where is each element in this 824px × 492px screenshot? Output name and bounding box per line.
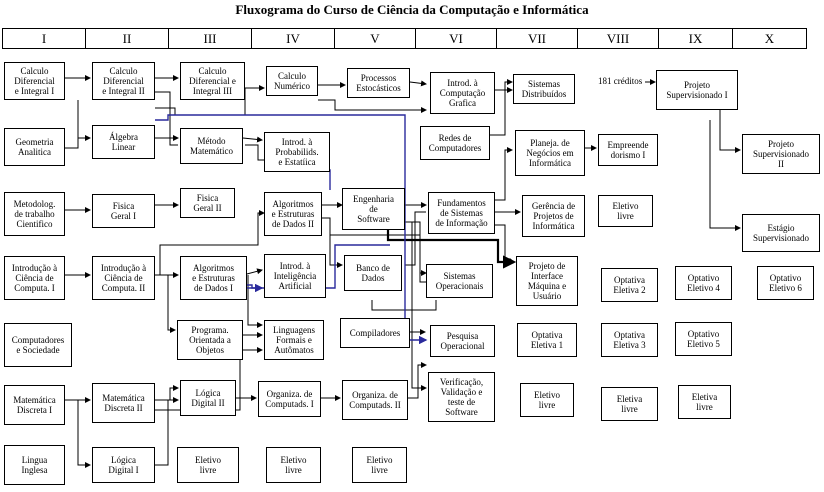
course-estagio-supervisionado: Estágio Supervisionado [742,214,820,252]
course-eletivo-livre-5: Eletivo livre [352,447,407,483]
edge-calc2-metmat [155,91,178,146]
edge-aed1-lfa [247,275,263,328]
edge-bd-pesq [371,300,437,311]
edge-intro2-aed2 [159,210,265,275]
semester-header-9: IX [658,28,733,49]
semester-header-4: IV [251,28,335,49]
edge-procest-cg [409,80,427,87]
course-probabilidade: Introd. à Probabilids. e Estatíica [264,132,330,172]
course-logica-1: Lógica Digital I [92,447,155,483]
course-calculo-1: Calculo Diferencial e Integral I [4,62,65,100]
course-calculo-numerico: Calculo Numérico [266,66,318,96]
course-comp-sociedade: Computadores e Sociedade [4,323,72,367]
edge-bd-fsi [405,211,426,266]
course-eletivo-livre-4: Eletivo livre [266,447,321,483]
course-banco-dados: Banco de Dados [344,255,402,291]
course-calculo-3: Calculo Diferencial e Integral III [180,62,245,100]
course-empreendedorismo: Empreende dorismo I [598,134,658,166]
course-optativa-2: Optativa Eletiva 2 [601,268,658,302]
edge-calc-probab [245,144,264,161]
course-engenharia-software: Engenharia de Software [342,188,405,230]
course-gerencia-projetos: Gerência de Projetos de Informática [522,195,585,237]
edge-fsi-planej [495,147,513,201]
edge-geo-algebra [65,135,91,149]
course-lingua-inglesa: Lingua Inglesa [4,445,65,485]
course-eletiva-livre-9: Eletiva livre [678,385,731,419]
course-processos-estocasticos: Processos Estocásticos [347,68,410,98]
course-geometria: Geometria Analitica [4,128,65,166]
course-sistemas-distribuidos: Sistemas Distribuídos [513,74,575,104]
flowchart-title: Fluxograma do Curso de Ciência da Comput… [235,2,589,17]
edge-engsw-vvts [405,221,427,391]
course-aed-2: Algoritmos e Estruturas de Dados II [264,192,322,236]
course-optativo-4: Optativo Eletivo 4 [675,266,732,300]
course-intro-cc-2: Introdução à Ciência de Computa. II [92,256,155,300]
course-fisica-2: Fisica Geral II [180,188,235,218]
course-intro-cc-1: Introdução à Ciência de Computa. I [4,256,65,300]
course-organizacao-1: Organiza. de Computads. I [258,381,321,417]
course-mat-discreta-1: Matemática Discreta I [4,385,65,425]
course-linguagens-formais: Linguagens Formais e Autômatos [264,320,324,360]
edge-calcnum-cg [318,99,427,113]
course-planejamento-negocios: Planeja. de Negócios em Informática [515,130,585,176]
semester-header-7: VII [496,28,578,49]
course-projeto-supervisionado-2: Projeto Supervisionado II [742,134,820,174]
course-projeto-supervisionado-1: Projeto Supervisionado I [656,70,738,110]
course-organizacao-2: Organiza. de Computads. II [342,380,408,420]
course-eletivo-livre-8: Eletivo livre [598,195,653,227]
edge-aed2-bd [322,217,343,268]
edge-proj1-proj2 [710,107,741,153]
course-calculo-2: Calculo Diferencial e Integral II [92,62,155,100]
edge-proj1-estagio [709,120,741,231]
edge-engsw-ihm-bold [386,230,517,269]
course-logica-2: Lógica Digital II [180,380,236,416]
course-pesquisa-operacional: Pesquisa Operacional [430,325,495,357]
course-interface-maquina-usuario: Projeto de Interface Máquina e Usuário [516,256,578,306]
semester-header-1: I [2,28,86,49]
course-computacao-grafica: Introd. à Computação Grafica [430,72,495,114]
course-mat-discreta-2: Matemática Discreta II [92,383,155,423]
edge-metmat-probab [242,136,263,143]
course-optativo-6: Optativo Eletivo 6 [757,266,814,300]
edge-org2-vvts [408,362,427,399]
edge-md1-logica1 [77,400,91,468]
course-sistemas-operacionais: Sistemas Operacionais [426,264,493,298]
course-optativa-3: Optativa Eletiva 3 [601,323,658,357]
course-metodo-matematico: Método Matemático [180,128,243,164]
semester-header-3: III [168,28,252,49]
course-aed-1: Algoritmos e Estruturas de Dados I [180,256,247,300]
course-metodologia: Metodolog. de trabalho Cientifico [4,192,65,236]
semester-header-5: V [334,28,416,49]
course-compiladores: Compiladores [340,318,410,348]
semester-header-2: II [85,28,169,49]
semester-header-6: VI [415,28,497,49]
semester-header-8: VIII [577,28,659,49]
semester-header-10: X [732,28,807,49]
course-verificacao-validacao: Verificação, Validação e teste de Softwa… [428,372,495,422]
edge-redes-sd [490,79,513,136]
course-fisica-1: Fisica Geral I [92,194,155,228]
course-eletiva-livre-7: Eletivo livre [520,383,574,417]
course-fundamentos-si: Fundamentos de Sistemas de Informação [428,192,495,234]
course-optativa-1: Optativa Eletiva 1 [517,323,577,357]
course-prog-oo: Programa. Orientada a Objetos [177,320,243,360]
course-eletiva-livre-8b: Eletiva livre [601,387,658,421]
course-algebra-linear: Álgebra Linear [92,125,155,159]
course-redes: Redes de Computadores [420,126,490,160]
course-inteligencia-artificial: Introd. à Inteligência Artificial [264,254,326,298]
course-optativo-5: Optativo Eletivo 5 [675,322,732,356]
edge-md2-logica2 [155,385,179,401]
credits-note: 181 créditos [598,76,643,86]
edge-logica1-logica2 [155,397,179,466]
course-eletivo-livre-3: Eletivo livre [177,447,239,483]
edge-intro2-progoo [167,275,176,333]
